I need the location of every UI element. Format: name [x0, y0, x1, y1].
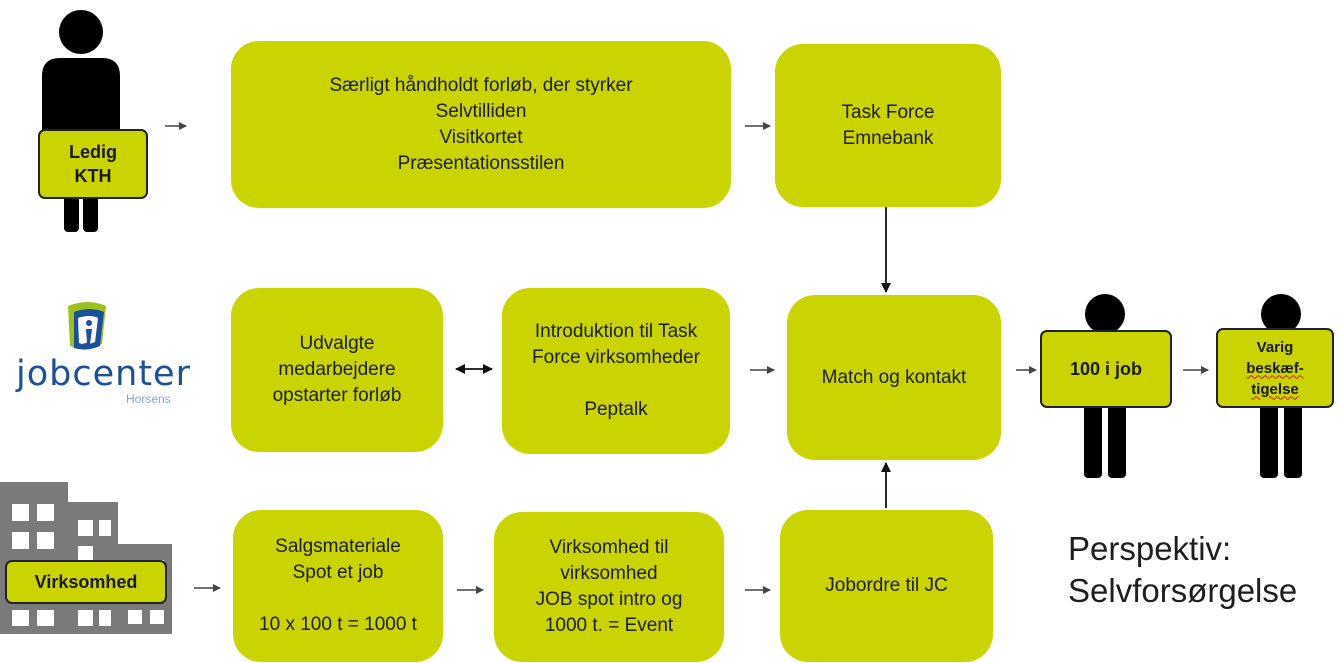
box-match-line: Match og kontakt: [821, 366, 967, 388]
box-salgsmateriale: Salgsmateriale Spot et job 10 x 100 t = …: [233, 510, 443, 662]
box-udvalgte: Udvalgte medarbejdere opstarter forløb: [231, 288, 443, 452]
virksomhed-tag: Virksomhed: [5, 560, 167, 604]
jobcenter-logo-subtext: Horsens: [126, 392, 171, 406]
varig-tag: Varig beskæf- tigelse: [1216, 328, 1334, 408]
box-forloeb: Særligt håndholdt forløb, der styrker Se…: [231, 41, 731, 208]
person-icon-ledig: [42, 10, 120, 232]
box-task-force: Task Force Emnebank: [775, 44, 1001, 207]
box-forloeb-line: Særligt håndholdt forløb, der styrker: [329, 74, 633, 96]
i-job-label: 100 i job: [1069, 359, 1143, 379]
box-jobordre: Jobordre til JC: [780, 510, 993, 662]
box-task-force-line: Emnebank: [842, 127, 934, 149]
beskaef-label: beskæf-: [1246, 359, 1304, 377]
box-udvalgte-line: medarbejdere: [278, 359, 396, 380]
box-match: Match og kontakt: [787, 295, 1001, 460]
box-task-force-line: Task Force: [841, 101, 935, 123]
box-introduktion-line: Peptalk: [584, 399, 648, 420]
box-udvalgte-line: Udvalgte: [299, 333, 375, 354]
box-forloeb-line: Præsentationsstilen: [397, 152, 565, 174]
jobcenter-logo-icon: [68, 302, 106, 350]
box-salgsmateriale-line: 10 x 100 t = 1000 t: [259, 614, 417, 635]
box-udvalgte-line: opstarter forløb: [272, 385, 402, 406]
box-salgsmateriale-line: Spot et job: [292, 562, 384, 583]
tigelse-label: tigelse: [1251, 380, 1299, 398]
building-icon: [0, 482, 172, 634]
jobcenter-logo: jobcenter Horsens: [16, 298, 190, 408]
box-salgsmateriale-line: Salgsmateriale: [275, 536, 401, 557]
i-job-tag: 100 i job: [1040, 330, 1172, 408]
box-jobordre-line: Jobordre til JC: [825, 575, 948, 596]
kth-label: KTH: [74, 166, 112, 186]
box-introduktion-line: Introduktion til Task: [534, 321, 698, 342]
box-introduktion-line: Force virksomheder: [532, 347, 700, 368]
varig-label: Varig: [1256, 338, 1294, 356]
box-virksomhed-til-line: Virksomhed til: [549, 537, 669, 558]
jobcenter-logo-text: jobcenter: [16, 354, 191, 394]
ledig-kth-tag: Ledig KTH: [38, 129, 148, 199]
box-virksomhed-til-line: 1000 t. = Event: [544, 615, 674, 636]
perspective-text: Perspektiv: Selvforsørgelse: [1068, 528, 1297, 612]
box-forloeb-line: Visitkortet: [439, 126, 523, 148]
perspective-line1: Perspektiv:: [1068, 530, 1232, 567]
box-introduktion: Introduktion til Task Force virksomheder…: [502, 288, 730, 454]
ledig-label: Ledig: [69, 142, 117, 162]
box-forloeb-line: Selvtilliden: [435, 100, 527, 122]
virksomhed-label: Virksomhed: [34, 572, 138, 592]
box-virksomhed-til: Virksomhed til virksomhed JOB spot intro…: [494, 512, 724, 662]
perspective-line2: Selvforsørgelse: [1068, 572, 1298, 609]
box-virksomhed-til-line: virksomhed: [560, 563, 658, 584]
box-virksomhed-til-line: JOB spot intro og: [535, 589, 683, 610]
